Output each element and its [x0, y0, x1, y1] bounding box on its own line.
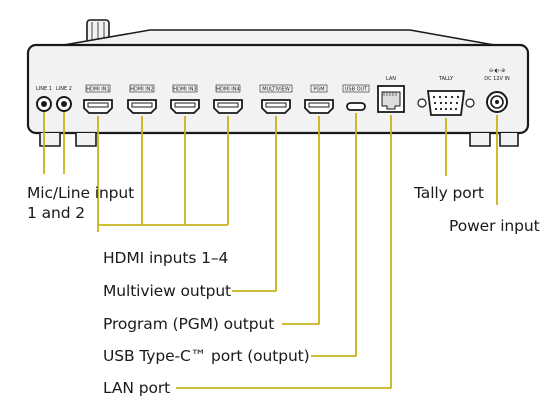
callout-mic-line: Mic/Line input 1 and 2 [27, 183, 134, 223]
leader-hdmi-inputs [97, 116, 229, 225]
port-labels: LINE 1 LINE 2 HDMI IN1 HDMI IN2 HDMI IN3… [36, 68, 510, 93]
leader-multiview [232, 116, 277, 292]
label-box-pgm [310, 84, 328, 93]
line-input-jacks [36, 96, 72, 112]
label-hdmi-in3: HDMI IN3 [173, 87, 196, 93]
callout-mic-line-l1: Mic/Line input [27, 184, 135, 202]
callout-hdmi-inputs: HDMI inputs 1–4 [103, 249, 229, 267]
label-hdmi-in2: HDMI IN2 [130, 87, 153, 93]
dc-power-jack [486, 91, 508, 113]
label-hdmi-in1: HDMI IN1 [86, 87, 109, 93]
label-dc-polarity: ⊖-◐-⊕ [489, 68, 505, 74]
label-lan: LAN [386, 76, 396, 82]
label-dc-in: DC 12V IN [484, 76, 510, 82]
callout-mic-line-l2: 1 and 2 [27, 204, 86, 222]
leader-lan [176, 115, 392, 389]
device-feet [39, 133, 519, 147]
label-box-hdmi-in3 [172, 84, 198, 93]
label-hdmi-in4: HDMI IN4 [216, 87, 239, 93]
label-box-hdmi-in2 [129, 84, 155, 93]
leader-mic-line [43, 112, 65, 172]
callout-lan: LAN port [103, 379, 171, 397]
device-top-panel [57, 29, 501, 47]
label-tally: TALLY [438, 76, 454, 82]
callout-tally: Tally port [414, 184, 484, 202]
label-box-usb-out [342, 84, 370, 93]
label-line1: LINE 1 [36, 86, 52, 92]
callout-program: Program (PGM) output [103, 315, 275, 333]
label-box-hdmi-in1 [85, 84, 111, 93]
leader-program [282, 116, 320, 325]
label-box-multiview [259, 84, 293, 93]
callout-multiview: Multiview output [103, 282, 232, 300]
label-line2: LINE 2 [56, 86, 72, 92]
leader-usb [311, 113, 357, 357]
hdmi-port-inner [87, 102, 330, 108]
label-box-hdmi-in4 [215, 84, 241, 93]
callout-power: Power input [449, 217, 540, 235]
tally-port [417, 90, 475, 116]
usb-c-port [346, 102, 366, 111]
label-multiview: MULTIVIEW [262, 87, 290, 93]
leader-lines [43, 112, 498, 389]
leader-hdmi-bar [97, 224, 228, 232]
leader-mic-line-join [43, 172, 65, 174]
callout-usb: USB Type-C™ port (output) [103, 347, 310, 365]
lan-port [377, 85, 405, 113]
label-usb-out: USB OUT [345, 87, 368, 93]
label-pgm: PGM [313, 87, 324, 93]
